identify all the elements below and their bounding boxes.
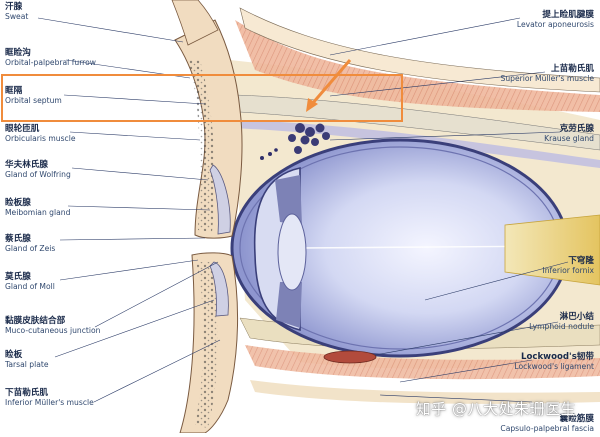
label-zh: 莫氏腺 <box>5 272 31 282</box>
lower-lid-skin-texture <box>195 262 218 428</box>
watermark: 知乎 @八大处朱珊医生 <box>415 400 576 418</box>
label-en: Krause gland <box>544 134 594 143</box>
label-lockwoods-ligament: Lockwood's韧带 Lockwood's ligament <box>514 352 594 372</box>
label-meibomian-gland: 睑板腺 Meibomian gland <box>5 198 70 218</box>
label-inferior-fornix: 下穹隆 Inferior fornix <box>542 256 594 276</box>
label-levator-aponeurosis: 提上睑肌腱膜 Levator aponeurosis <box>517 10 594 30</box>
krause-glands <box>288 123 330 154</box>
label-orbital-palpebral-furrow: 眶睑沟 Orbital-palpebral furrow <box>5 48 96 68</box>
label-krause-gland: 克劳氏腺 Krause gland <box>544 124 594 144</box>
label-en: Sweat <box>5 12 29 21</box>
label-zh: 淋巴小结 <box>559 312 594 322</box>
iris-upper <box>275 175 302 225</box>
brow-tissue <box>171 0 219 46</box>
lockwood-band <box>250 380 600 404</box>
label-en: Meibomian gland <box>5 208 71 217</box>
gland-of-wolfring <box>260 148 278 160</box>
label-en: Lymphoid nodule <box>529 322 594 331</box>
label-zh: 蔡氏腺 <box>5 234 31 244</box>
label-zh: 眼轮匝肌 <box>5 124 40 134</box>
label-en: Muco-cutaneous junction <box>5 326 101 335</box>
label-inferior-mullers-muscle: 下苗勒氏肌 Inferior Müller's muscle <box>5 388 94 408</box>
label-en: Gland of Zeis <box>5 244 56 253</box>
label-zh: 上苗勒氏肌 <box>551 64 594 74</box>
label-zh: 眶睑沟 <box>5 48 31 58</box>
iris-lower <box>276 282 302 328</box>
lower-muscle-band <box>245 345 600 380</box>
upper-tissue-band <box>239 7 600 93</box>
label-zh: 下苗勒氏肌 <box>5 388 48 398</box>
leader-lines-left <box>37 17 221 403</box>
tarsal-plate-lower <box>209 261 229 317</box>
label-en: Inferior fornix <box>542 266 594 275</box>
label-en: Superior Müller's muscle <box>500 74 595 83</box>
label-muco-cutaneous-junction: 黏膜皮肤结合部 Muco-cutaneous junction <box>5 316 100 336</box>
label-zh: 华夫林氏腺 <box>5 160 48 170</box>
label-en: Capsulo-palpebral fascia <box>500 424 594 433</box>
label-en: Lockwood's ligament <box>514 362 594 371</box>
label-superior-mullers-muscle: 上苗勒氏肌 Superior Müller's muscle <box>501 64 595 84</box>
tarsal-plate-upper <box>209 164 231 235</box>
label-zh: 睑板腺 <box>5 198 31 208</box>
lymphoid-nodule <box>323 350 377 364</box>
label-gland-of-moll: 莫氏腺 Gland of Moll <box>5 272 55 292</box>
upper-lid-skin-texture <box>188 60 215 232</box>
label-capsulo-palpebral-fascia: 囊睑筋膜 Capsulo-palpebral fascia <box>500 414 594 434</box>
label-en: Tarsal plate <box>5 360 49 369</box>
label-en: Orbital-palpebral furrow <box>5 58 96 67</box>
label-en: Gland of Wolfring <box>5 170 71 179</box>
label-zh: 囊睑筋膜 <box>559 414 594 424</box>
label-en: Orbital septum <box>5 96 62 105</box>
label-en: Inferior Müller's muscle <box>5 398 94 407</box>
label-gland-of-zeis: 蔡氏腺 Gland of Zeis <box>5 234 55 254</box>
orbital-septum-arrow <box>310 59 352 105</box>
label-tarsal-plate: 睑板 Tarsal plate <box>5 350 49 370</box>
label-zh: 黏膜皮肤结合部 <box>5 316 66 326</box>
label-zh: 眶隔 <box>5 86 23 96</box>
label-zh: Lockwood's韧带 <box>520 352 594 362</box>
label-en: Gland of Moll <box>5 282 55 291</box>
label-en: Levator aponeurosis <box>516 20 594 29</box>
lens <box>277 213 307 291</box>
label-zh: 睑板 <box>5 350 23 360</box>
label-sweat: 汗腺 Sweat <box>5 2 28 22</box>
label-orbital-septum: 眶隔 Orbital septum <box>5 86 62 106</box>
label-zh: 克劳氏腺 <box>559 124 594 134</box>
label-gland-of-wolfring: 华夫林氏腺 Gland of Wolfring <box>5 160 71 180</box>
label-orbicularis-muscle: 眼轮匝肌 Orbicularis muscle <box>5 124 76 144</box>
label-zh: 提上睑肌腱膜 <box>542 10 594 20</box>
superior-mullers-muscle <box>234 94 600 151</box>
optic-nerve <box>504 214 600 286</box>
label-zh: 汗腺 <box>5 2 23 12</box>
label-zh: 下穹隆 <box>568 256 594 266</box>
leader-lines-right <box>329 17 569 403</box>
orbital-septum-highlight <box>1 74 403 122</box>
label-en: Orbicularis muscle <box>5 134 76 143</box>
label-lymphoid-nodule: 淋巴小结 Lymphoid nodule <box>529 312 594 332</box>
